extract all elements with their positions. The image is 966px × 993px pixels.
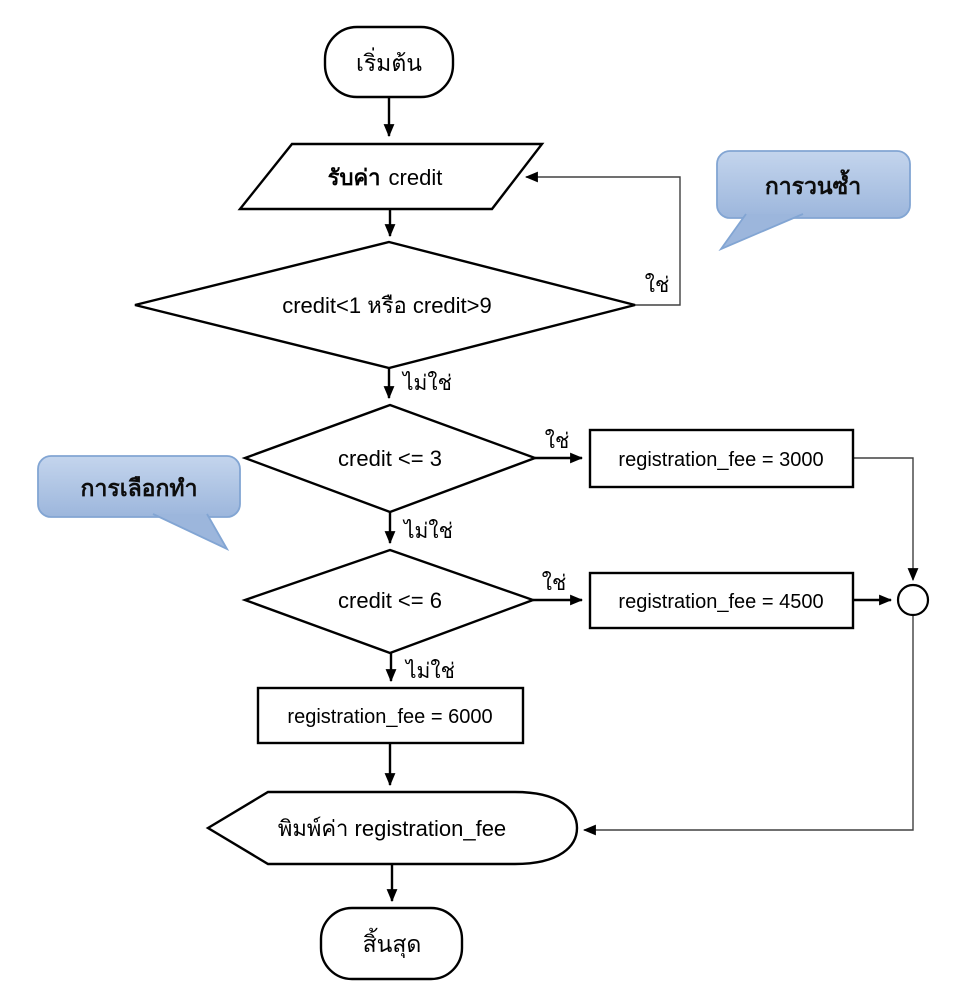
edge-label-le3-no: ไม่ใช่: [402, 519, 453, 543]
decision-credit-le3: [241, 403, 539, 514]
io-input-credit: [237, 142, 545, 211]
edge-label-le3-yes: ใช่: [545, 429, 570, 453]
callout-selection-tail: [152, 513, 230, 552]
callout-selection-label: การเลือกทำ: [81, 475, 198, 501]
decision-credit-le3-label: credit <= 3: [338, 446, 442, 471]
edge-label-loop-yes: ใช่: [645, 273, 670, 297]
process-fee-3000-label: registration_fee = 3000: [618, 449, 823, 471]
edge-label-range-no: ไม่ใช่: [401, 371, 452, 395]
process-fee-4500-label: registration_fee = 4500: [618, 591, 823, 613]
edge-label-le6-no: ไม่ใช่: [404, 659, 455, 683]
display-output-label: พิมพ์ค่า registration_fee: [278, 816, 506, 841]
callout-loop-tail: [718, 213, 804, 252]
decision-credit-le6-label: credit <= 6: [338, 588, 442, 613]
decision-credit-range-label: credit<1 หรือ credit>9: [282, 293, 492, 318]
edge-fee3000-to-connector: [853, 457, 919, 582]
terminal-start: [323, 25, 455, 99]
terminal-end: [319, 906, 464, 981]
process-fee-6000: [256, 686, 525, 745]
edge-loop-back-yes: [524, 171, 681, 306]
edge-label-le6-yes: ใช่: [542, 571, 567, 595]
process-fee-6000-label: registration_fee = 6000: [287, 706, 492, 728]
edge-connector-to-output: [582, 616, 914, 836]
decision-credit-le6: [241, 548, 537, 655]
display-output: [205, 790, 579, 866]
terminal-start-label: เริ่มต้น: [356, 47, 422, 76]
process-fee-3000: [588, 428, 855, 489]
callout-loop-bubble: [716, 150, 911, 219]
connector-circle: [896, 583, 930, 617]
callout-selection-bubble: [37, 455, 241, 518]
decision-credit-range: [134, 240, 636, 370]
terminal-end-label: สิ้นสุด: [363, 928, 422, 958]
callout-selection: การเลือกทำ: [37, 455, 241, 552]
callout-loop: การวนซ้ำ: [716, 150, 911, 252]
process-fee-4500: [588, 571, 855, 630]
callout-loop-label: การวนซ้ำ: [765, 169, 861, 199]
